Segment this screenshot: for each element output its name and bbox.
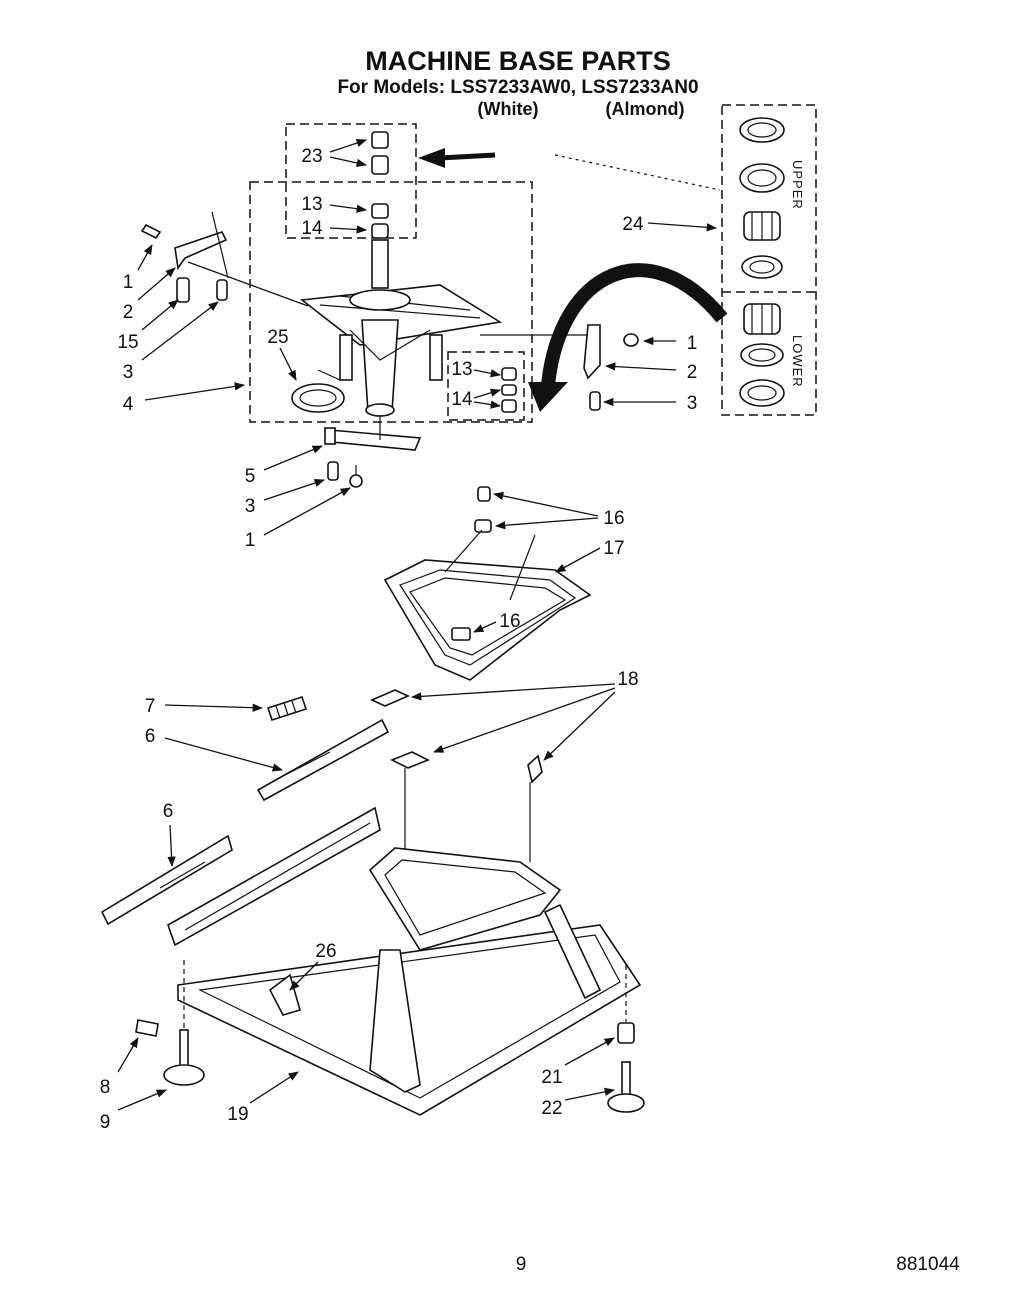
callout-7: 7 [145,696,156,717]
callout-25: 25 [267,327,288,348]
callout-2-right: 2 [687,362,698,383]
thick-arrow [439,152,496,161]
clips-18 [370,689,543,862]
callout-17: 17 [603,538,624,559]
callout-1: 1 [123,272,134,293]
pad-16-middle [474,519,492,533]
page-number: 9 [516,1254,527,1275]
models-line: For Models: LSS7233AW0, LSS7233AN0 [337,77,698,98]
upper-bearing-parts [739,117,785,279]
bushings-lower [501,367,517,413]
callout-1-center: 1 [245,530,256,551]
callout-16: 16 [603,508,624,529]
callout-5: 5 [245,466,256,487]
callout-labels: 23 13 14 1 2 15 3 4 25 13 14 1 2 3 24 5 … [100,146,698,1133]
pad-16-upper [477,486,491,502]
leg-right [607,965,645,1113]
machine-base [167,806,642,1116]
callout-6-lower: 6 [163,801,174,822]
large-curved-arrow [541,263,728,386]
ring-part [291,383,345,413]
callout-2: 2 [123,302,134,323]
left-bracket-parts [140,211,309,307]
callout-23: 23 [301,146,322,167]
callout-24: 24 [622,214,644,235]
callout-13-lower: 13 [451,359,472,380]
bracket-6-lower [100,834,233,926]
bushings-top [371,131,389,239]
base-assembly-box [249,181,533,423]
callout-22: 22 [541,1098,562,1119]
callout-8: 8 [100,1077,111,1098]
top-frame [383,486,592,681]
spring-7 [266,695,308,722]
callout-14: 14 [301,218,323,239]
callout-9: 9 [100,1112,111,1133]
callout-4: 4 [123,394,134,415]
base-assembly [299,239,503,417]
callout-15: 15 [117,332,138,353]
callout-18: 18 [617,669,638,690]
leader-lines [117,139,718,1111]
thick-arrow-head [418,148,445,168]
upper-label: UPPER [790,160,805,210]
lower-label: LOWER [790,335,805,388]
pad-16-lower [451,627,471,641]
variant-white: (White) [478,99,539,119]
large-curved-arrow-head [528,382,568,412]
callout-3: 3 [123,362,134,383]
lower-bearing-parts [739,303,785,407]
page-title: MACHINE BASE PARTS [365,46,671,76]
callout-6-upper: 6 [145,726,156,747]
leg-left [135,960,205,1086]
kit-dotted-leader [554,154,721,191]
callout-3-center: 3 [245,496,256,517]
callout-3-right: 3 [687,393,698,414]
callout-26: 26 [315,941,336,962]
top-bushing-box [285,123,417,239]
lower-bushing-box [447,351,525,421]
bracket-6-upper [256,718,390,802]
document-code: 881044 [896,1254,960,1275]
callout-14-lower: 14 [451,389,473,410]
callout-1-right: 1 [687,333,698,354]
callout-13: 13 [301,194,322,215]
callout-16-frame: 16 [499,611,520,632]
callout-21: 21 [541,1067,562,1088]
variant-almond: (Almond) [606,99,685,119]
bearing-kit-box [721,104,817,416]
right-bracket-parts [480,324,639,411]
center-strap-parts [324,415,422,488]
callout-19: 19 [227,1104,248,1125]
